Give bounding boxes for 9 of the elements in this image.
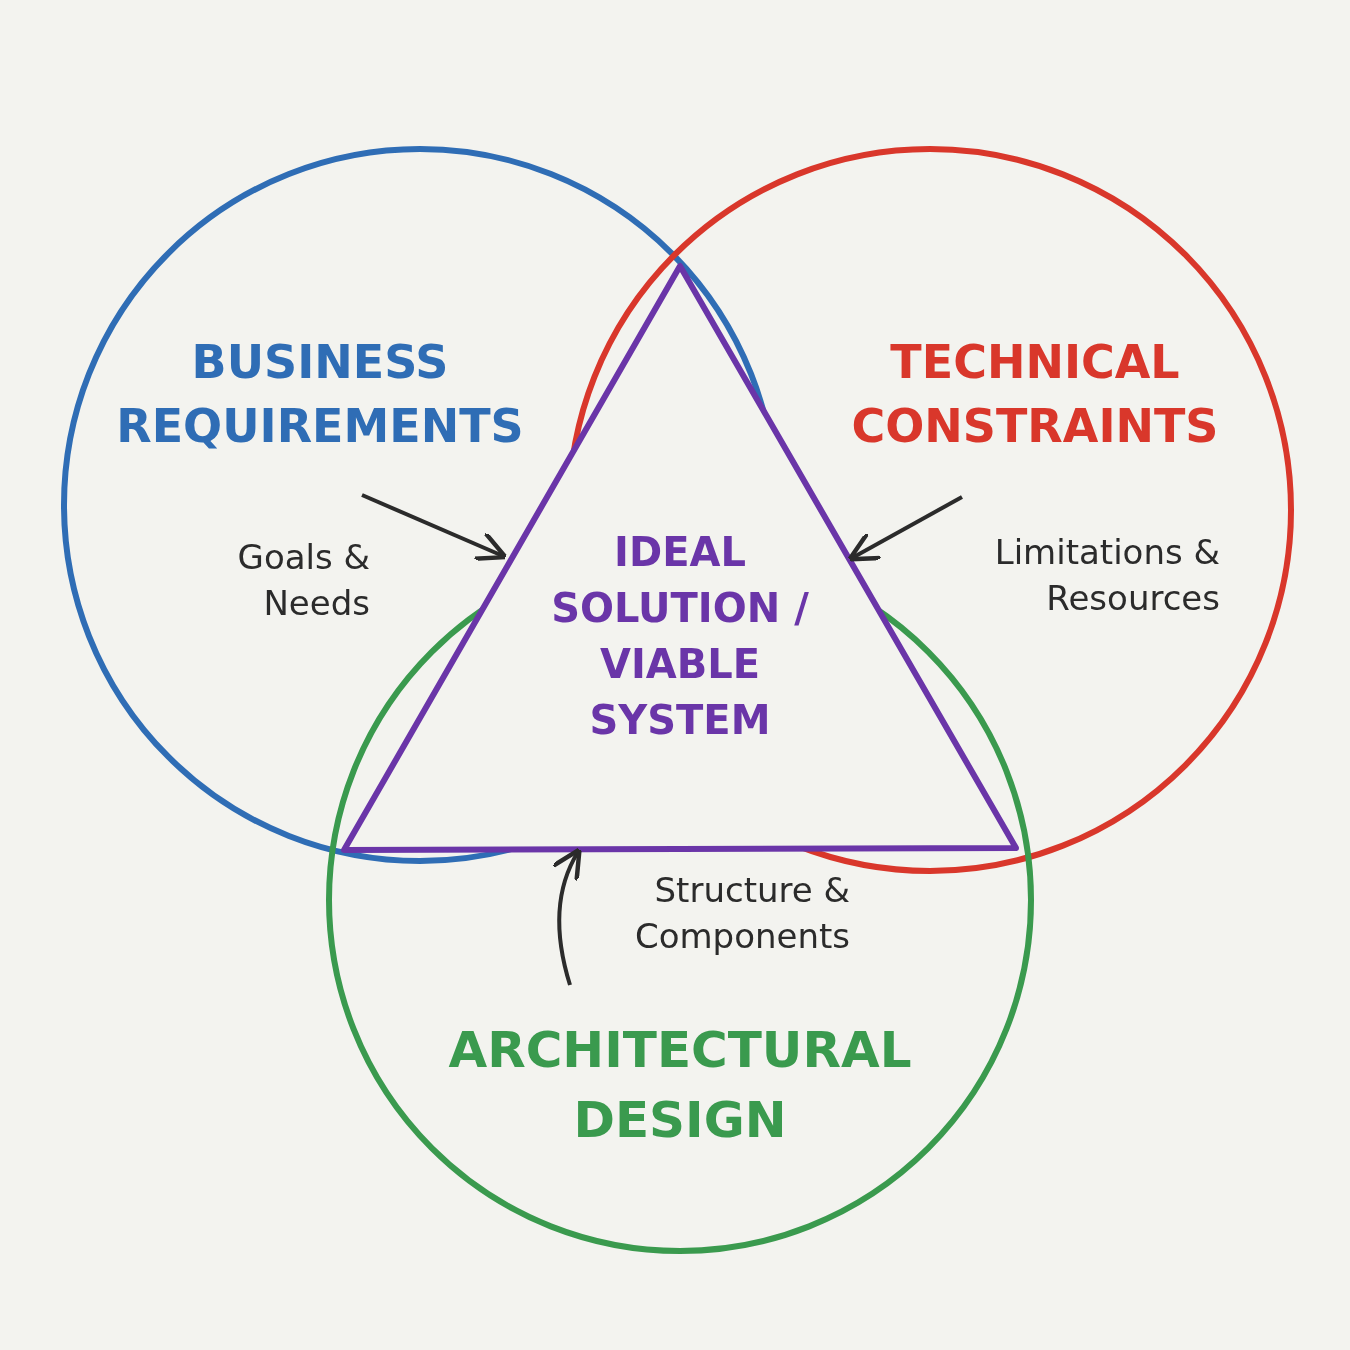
region-label: TECHNICAL CONSTRAINTS (850, 334, 1220, 456)
edge-label: Limitations & Resources (993, 531, 1220, 620)
arrow (847, 495, 963, 562)
arrow (361, 493, 508, 562)
region-label: BUSINESS REQUIREMENTS (115, 334, 525, 456)
region-label: ARCHITECTURAL DESIGN (447, 1020, 913, 1151)
edge-label: Structure & Components (633, 869, 850, 958)
edge-label: Goals & Needs (236, 536, 370, 625)
region-label: IDEAL SOLUTION / VIABLE SYSTEM (550, 528, 810, 745)
